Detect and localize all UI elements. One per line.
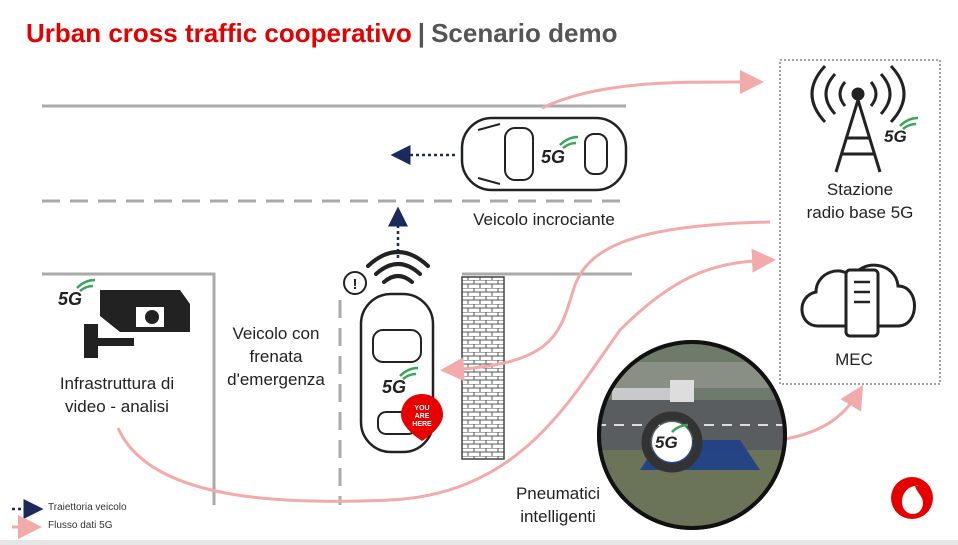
tire-5g-badge: 5G	[655, 433, 678, 452]
braking-car-5g-badge: 5G	[382, 377, 406, 397]
label-smart-tires: Pneumatici intelligenti	[515, 484, 601, 526]
tower-5g-badge: 5G	[884, 127, 907, 146]
svg-text:YOU: YOU	[414, 405, 429, 412]
page-title: Urban cross traffic cooperativo|Scenario…	[26, 18, 617, 49]
trajectory-arrows	[388, 145, 455, 258]
road-lines	[42, 104, 632, 505]
wireless-signal-icon	[366, 250, 430, 284]
label-mec: MEC	[835, 350, 873, 369]
label-video-infrastructure: Infrastruttura di video - analisi	[59, 374, 175, 416]
antenna-tower-icon: 5G	[810, 64, 919, 173]
data-flow-arrows	[116, 69, 864, 503]
vodafone-logo	[891, 477, 933, 519]
svg-text:HERE: HERE	[412, 421, 432, 428]
smart-tires-aerial-view: 5G	[597, 340, 787, 530]
network-panel	[779, 59, 941, 385]
alert-icon: !	[343, 271, 367, 295]
you-are-here-pin: YOU ARE HERE	[401, 394, 443, 441]
footer-bar	[0, 540, 958, 545]
svg-text:ARE: ARE	[415, 413, 430, 420]
label-crossing-vehicle: Veicolo incrociante	[473, 210, 615, 229]
svg-text:!: !	[353, 276, 358, 293]
crossing-car: 5G	[460, 116, 628, 192]
crossing-car-5g-badge: 5G	[541, 147, 565, 167]
cloud-server-icon	[800, 263, 916, 338]
label-base-station: Stazione radio base 5G	[806, 180, 914, 222]
title-main: Urban cross traffic cooperativo	[26, 18, 412, 48]
label-braking-vehicle: Veicolo con frenata d'emergenza	[227, 324, 325, 389]
cctv-camera-icon: 5G	[58, 278, 190, 358]
title-sub: Scenario demo	[431, 18, 618, 48]
title-separator: |	[417, 18, 426, 48]
camera-5g-badge: 5G	[58, 289, 82, 309]
